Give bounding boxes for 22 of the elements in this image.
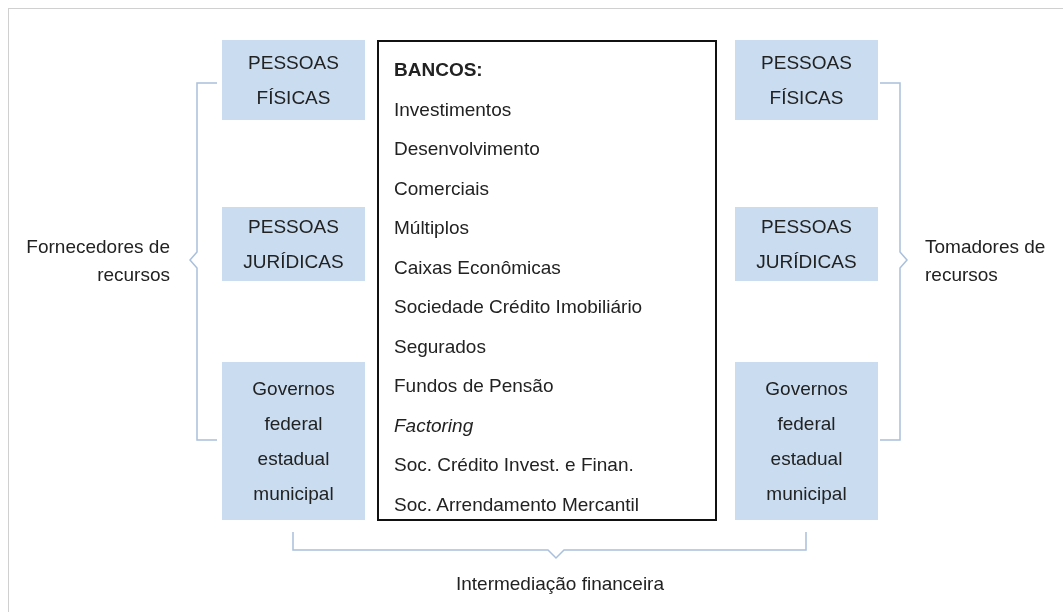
bracket-label: Tomadores de recursos: [925, 235, 1047, 287]
list-item: Desenvolvimento: [394, 137, 541, 161]
category-box: PESSOAS FÍSICAS: [735, 40, 878, 120]
list-item: Fundos de Pensão: [394, 374, 555, 398]
category-box: PESSOAS JURÍDICAS: [735, 207, 878, 281]
list-item: Factoring: [394, 413, 475, 438]
category-box: Governos federal estadual municipal: [735, 362, 878, 520]
category-box: PESSOAS JURÍDICAS: [222, 207, 365, 281]
category-box: PESSOAS FÍSICAS: [222, 40, 365, 120]
list-item: Caixas Econômicas: [394, 255, 562, 280]
list-item: Soc. Crédito Invest. e Finan.: [394, 453, 635, 477]
list-item: Soc. Arrendamento Mercantil: [394, 492, 640, 517]
list-item: Sociedade Crédito Imobiliário: [394, 295, 644, 319]
list-item: Comerciais: [394, 176, 491, 201]
list-item: Múltiplos: [394, 216, 470, 240]
bracket-label: Fornecedores de recursos: [25, 235, 170, 287]
box-heading: BANCOS:: [394, 58, 484, 82]
bracket-label: Intermediação financeira: [454, 572, 666, 596]
list-item: Segurados: [394, 334, 487, 359]
category-box: Governos federal estadual municipal: [222, 362, 365, 520]
institution-box: [377, 40, 717, 521]
list-item: Investimentos: [394, 97, 513, 122]
